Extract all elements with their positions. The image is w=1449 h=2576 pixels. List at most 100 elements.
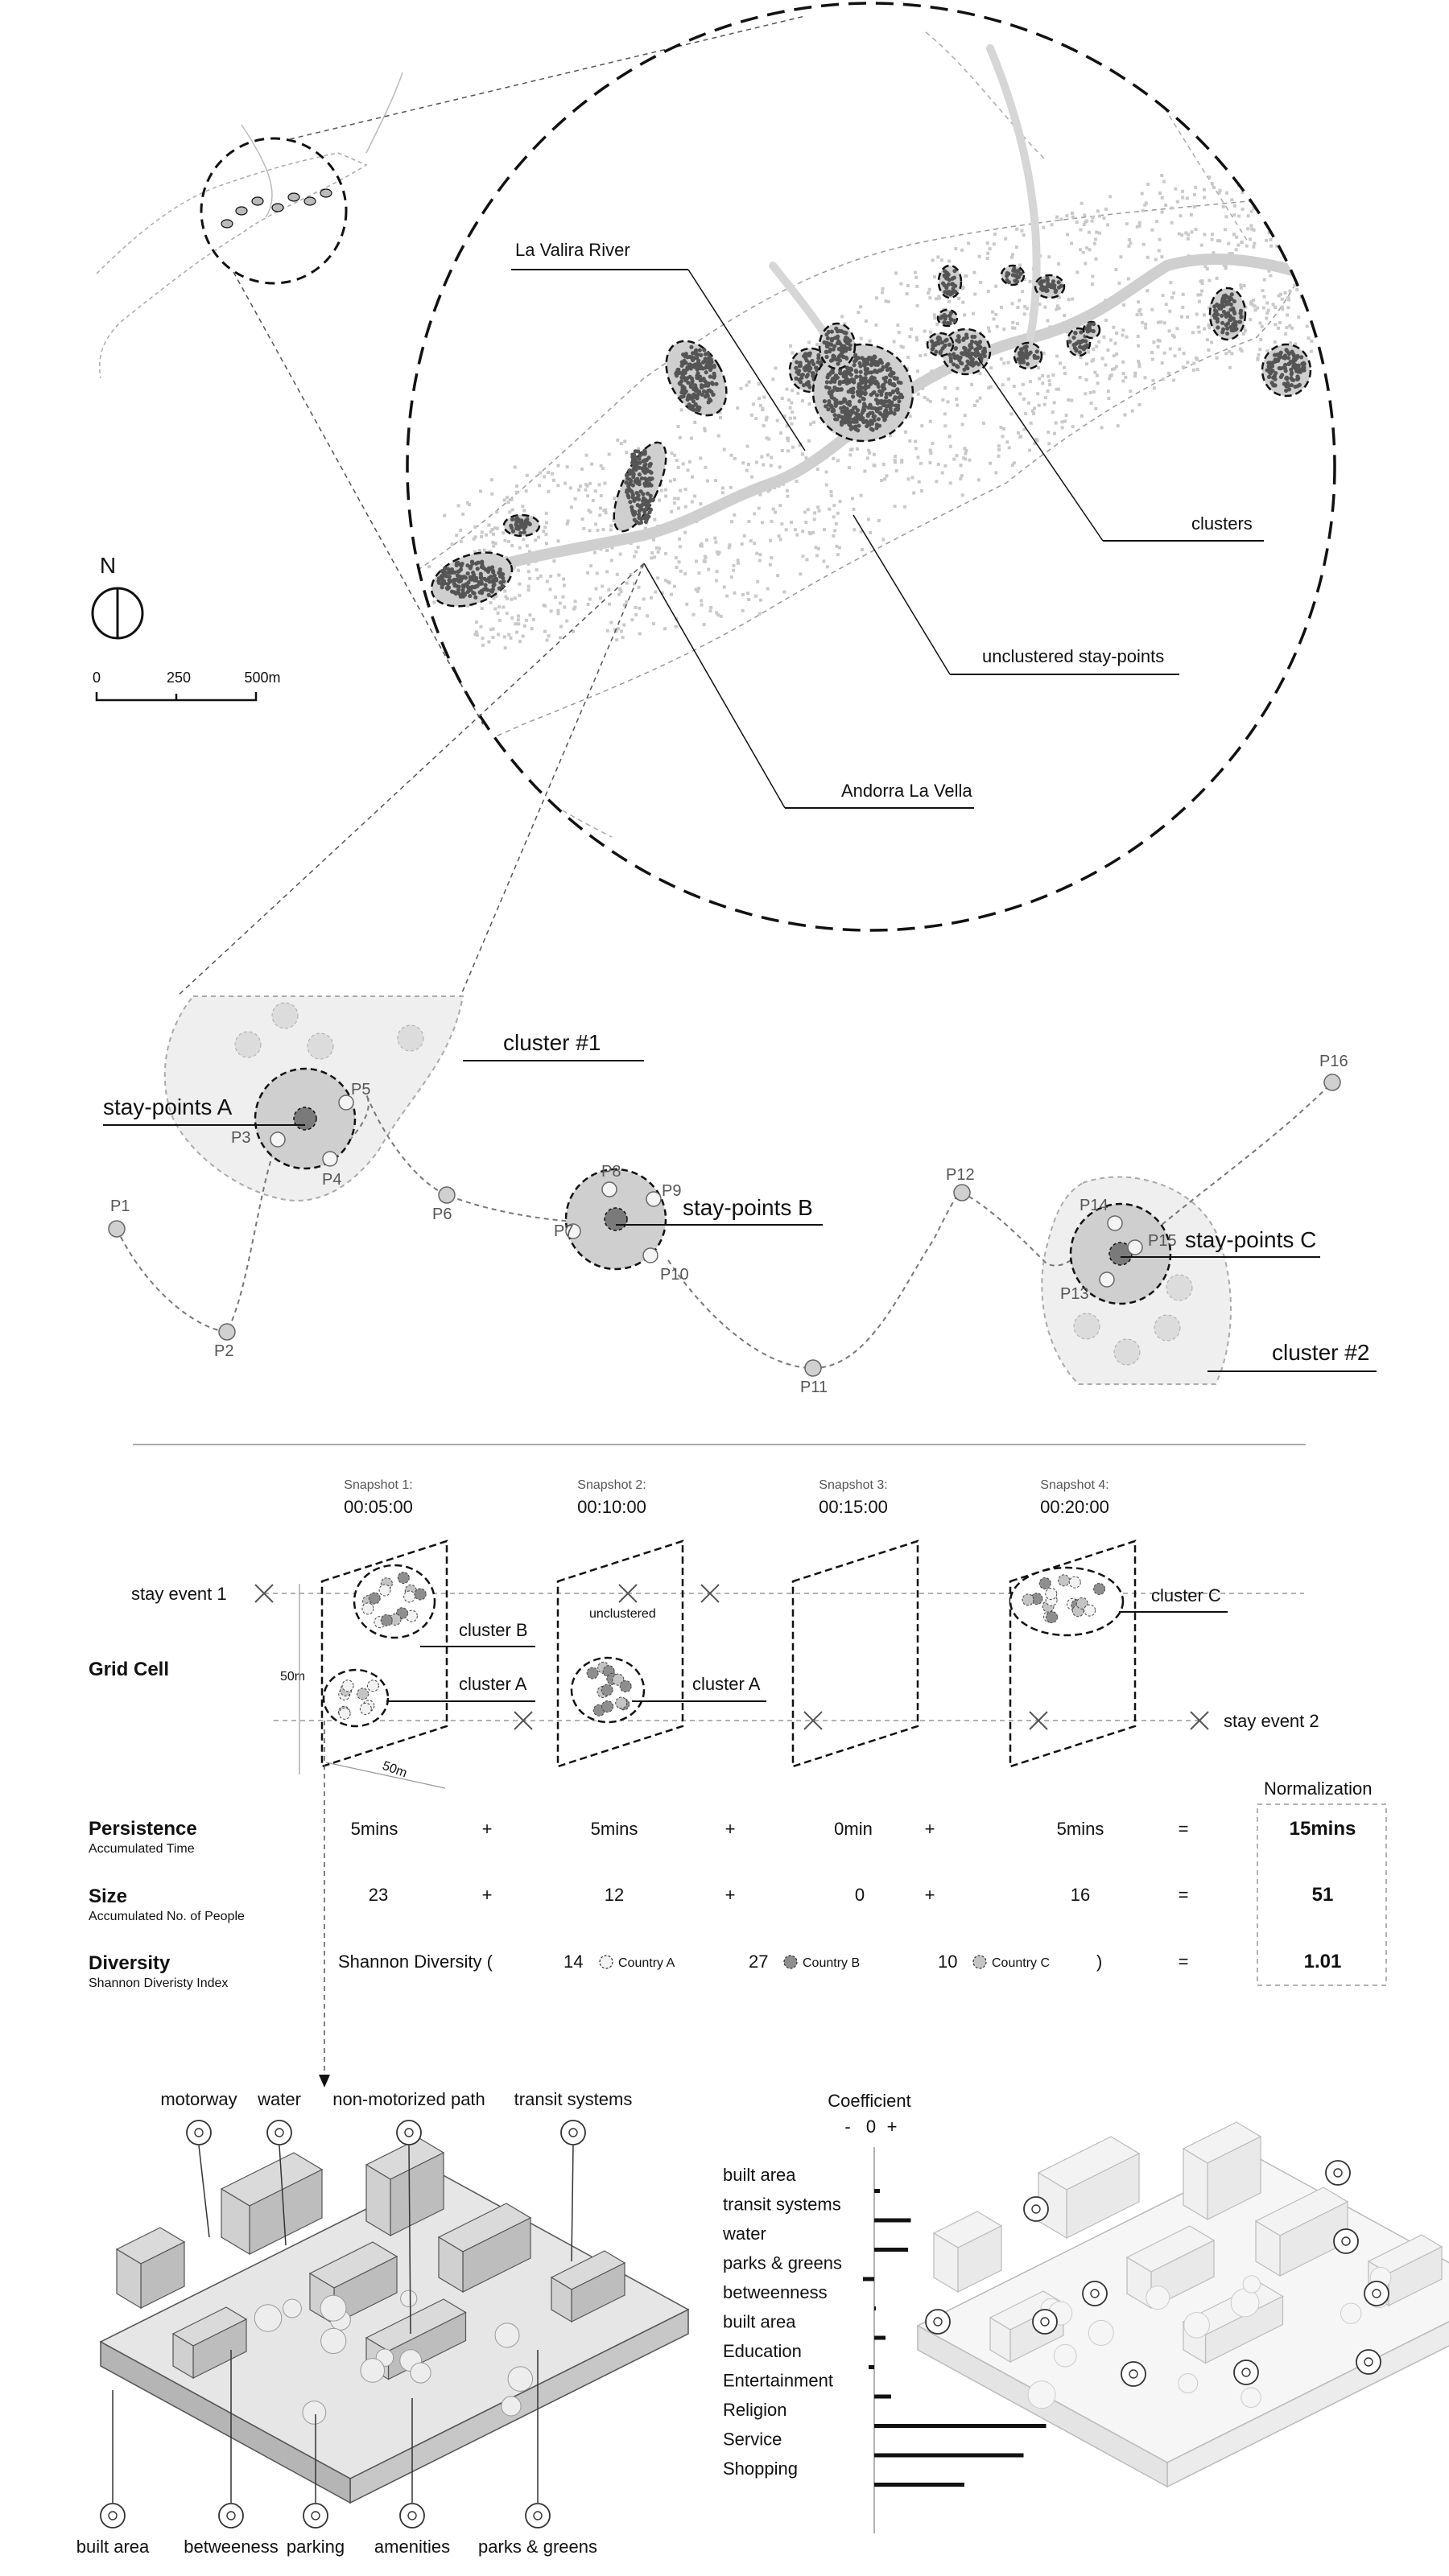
cluster-point	[851, 377, 857, 382]
equals: =	[1179, 1819, 1189, 1839]
stay-point	[518, 582, 522, 586]
stay-point	[1104, 318, 1108, 322]
stay-point	[1100, 357, 1104, 361]
stay-point	[1107, 396, 1111, 400]
down-arrow-head	[319, 2075, 330, 2088]
stay-point	[1167, 371, 1171, 375]
stay-point	[663, 627, 667, 631]
cluster-point	[844, 355, 848, 361]
stay-point	[1160, 210, 1164, 214]
stay-point	[642, 597, 646, 601]
stay-point	[679, 569, 683, 573]
stay-point	[939, 258, 943, 262]
block-geometry-light	[916, 2121, 1449, 2488]
stay-point	[1323, 299, 1327, 303]
cluster-point	[882, 417, 887, 422]
cluster-point	[1088, 328, 1093, 333]
tree	[1242, 2275, 1261, 2294]
stay-point	[1104, 208, 1108, 212]
stay-point	[753, 512, 757, 516]
cluster-point	[1266, 364, 1271, 369]
stay-c-label: stay-points C	[1185, 1227, 1316, 1252]
unclustered-tag: unclustered	[589, 1607, 656, 1621]
stay-points-a-center	[293, 1107, 317, 1131]
stay-point	[598, 506, 602, 510]
cluster-point	[679, 379, 684, 384]
grid-cell	[320, 1539, 448, 1768]
stay-point	[1194, 228, 1198, 232]
clusters-label: clusters	[1191, 513, 1253, 534]
stay-point	[1298, 219, 1302, 223]
snapshot-time: 00:20:00	[1040, 1497, 1109, 1517]
cluster-point	[881, 382, 886, 387]
stay-point	[739, 386, 743, 390]
cluster-point	[874, 426, 879, 431]
stay-point	[1022, 427, 1026, 431]
cluster-2-label: cluster #2	[1272, 1340, 1369, 1365]
cluster-point	[1282, 353, 1288, 358]
stay-point	[544, 521, 548, 525]
cluster-point	[884, 404, 889, 409]
stay-point	[538, 484, 542, 488]
cluster-point	[626, 484, 631, 488]
stay-point	[637, 447, 641, 451]
stay-point	[964, 274, 968, 278]
stay-point	[1002, 361, 1006, 365]
cluster-point	[646, 455, 651, 460]
stay-point	[1319, 326, 1323, 330]
stay-point	[473, 550, 477, 554]
stay-point	[704, 465, 708, 469]
transit-icon-glyph	[568, 2128, 578, 2137]
cluster-point	[497, 586, 502, 591]
normalization-label: Normalization	[1264, 1778, 1373, 1799]
stay-point	[1194, 185, 1198, 189]
stay-point	[659, 488, 663, 493]
stay-point	[531, 617, 535, 621]
cluster-point	[1032, 353, 1037, 358]
stay-point	[528, 576, 532, 580]
tree	[494, 2323, 520, 2348]
park-icon	[525, 2503, 551, 2529]
stay-point	[919, 461, 923, 465]
stay-point	[859, 530, 863, 534]
cluster-point	[836, 361, 840, 366]
stay-point	[488, 550, 492, 554]
stay-point	[893, 460, 897, 464]
stay-point	[855, 447, 859, 451]
cluster-point	[964, 332, 969, 337]
cluster-point	[708, 368, 713, 373]
stay-point	[584, 453, 588, 457]
stay-point	[892, 340, 896, 344]
cluster-point	[887, 373, 893, 377]
cluster-2-dot	[1154, 1314, 1181, 1342]
stay-point	[650, 556, 654, 560]
trajectory-point	[108, 1220, 126, 1238]
cluster-point	[873, 414, 877, 418]
stay-point	[1175, 200, 1179, 204]
stay-point	[658, 546, 662, 550]
stay-point	[552, 559, 556, 563]
stay-point	[757, 381, 761, 385]
stay-point	[491, 532, 495, 536]
cluster-point	[632, 511, 638, 516]
stay-point	[497, 633, 501, 637]
stay-point	[758, 404, 762, 408]
stay-point	[732, 568, 736, 572]
stay-point	[1022, 312, 1026, 316]
stay-point	[729, 485, 733, 489]
stay-point	[986, 290, 990, 294]
stay-point	[670, 451, 674, 455]
stay-point	[608, 602, 612, 606]
stay-point	[875, 296, 879, 300]
cluster-point	[829, 338, 834, 343]
cluster-point	[832, 379, 837, 384]
stay-point	[619, 590, 623, 594]
cluster-point	[969, 345, 974, 350]
stay-point	[491, 636, 495, 640]
cluster-point	[1083, 344, 1088, 349]
size-v4: 16	[1071, 1885, 1090, 1905]
stay-point	[630, 618, 634, 622]
small-cluster	[251, 196, 264, 206]
stay-point	[1127, 237, 1131, 241]
stay-point	[923, 395, 927, 399]
